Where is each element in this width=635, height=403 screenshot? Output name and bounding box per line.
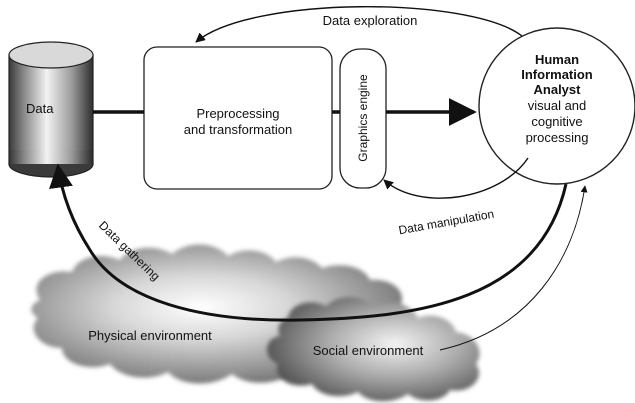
preprocessing-label-line2: and transformation [184, 122, 292, 137]
arrow-social-to-analyst [439, 185, 588, 351]
analyst-circle [478, 27, 635, 185]
analyst-title-line1: Human [535, 52, 579, 67]
social-environment-cloud [266, 297, 480, 402]
arrow-data-manipulation [383, 157, 529, 199]
social-environment-label: Social environment [313, 343, 424, 358]
analyst-title-line3: Analyst [534, 82, 582, 97]
data-store-label: Data [26, 101, 54, 116]
graphics-engine-label: Graphics engine [356, 74, 370, 162]
data-exploration-label: Data exploration [323, 13, 418, 28]
preprocessing-box [143, 46, 333, 190]
data-manipulation-label: Data manipulation [397, 207, 495, 238]
analyst-text-line1: visual and [528, 98, 587, 113]
analyst-text-line2: cognitive [531, 114, 582, 129]
arrow-data-exploration [195, 6, 523, 43]
analyst-title-line2: Information [521, 67, 593, 82]
data-store-cylinder [8, 41, 94, 178]
arrow-data-gathering [49, 163, 568, 322]
physical-environment-label: Physical environment [88, 328, 212, 343]
graphics-engine-box [339, 48, 387, 189]
preprocessing-label-line1: Preprocessing [196, 106, 279, 121]
analyst-text-line3: processing [526, 130, 589, 145]
